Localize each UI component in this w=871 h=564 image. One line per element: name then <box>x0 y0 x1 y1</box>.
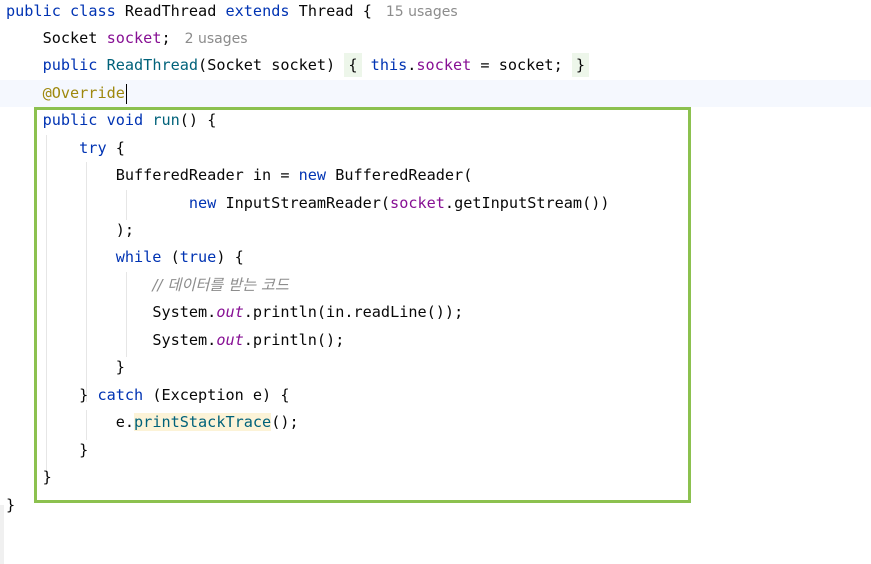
keyword: public <box>42 111 98 129</box>
code-line-8[interactable]: new InputStreamReader(socket.getInputStr… <box>6 190 610 217</box>
statement: (); <box>271 413 299 431</box>
brace: } <box>115 358 125 376</box>
gutter-edge <box>0 505 4 564</box>
keyword: new <box>188 194 217 212</box>
method-name: run <box>152 111 180 129</box>
keyword: class <box>70 2 116 20</box>
code-line-5[interactable]: public void run() { <box>6 107 217 134</box>
static-field: out <box>216 331 244 349</box>
statement: } <box>79 386 98 404</box>
brace: } <box>6 496 16 514</box>
code-line-9[interactable]: ); <box>6 217 134 244</box>
code-line-11[interactable]: // 데이터를 받는 코드 <box>6 272 289 299</box>
current-line-highlight <box>0 80 871 107</box>
code-line-3[interactable]: public ReadThread(Socket socket) { this.… <box>6 52 590 79</box>
keyword: new <box>298 166 327 184</box>
static-field: out <box>216 303 244 321</box>
constructor-name: ReadThread <box>106 56 199 74</box>
statement: BufferedReader in = <box>115 166 299 184</box>
statement: () { <box>179 111 217 129</box>
text-caret <box>125 83 127 104</box>
comment: // 데이터를 받는 코드 <box>152 276 289 294</box>
code-line-4[interactable]: @Override <box>6 80 127 107</box>
brace: } <box>42 468 52 486</box>
statement: .getInputStream()) <box>444 194 610 212</box>
usages-hint[interactable]: 2 usages <box>184 31 248 47</box>
statement: e. <box>115 413 135 431</box>
fold-marker-close[interactable]: } <box>571 53 590 77</box>
keyword: catch <box>97 386 144 404</box>
code-line-7[interactable]: BufferedReader in = new BufferedReader( <box>6 162 473 189</box>
statement: (Exception e) { <box>143 386 290 404</box>
code-line-1[interactable]: public class ReadThread extends Thread {… <box>6 0 458 25</box>
statement: .println(); <box>243 331 345 349</box>
brace: } <box>79 441 89 459</box>
statement: ( <box>161 248 180 266</box>
statement: ) { <box>216 248 244 266</box>
field-name: socket <box>390 194 445 212</box>
statement: { <box>106 139 125 157</box>
indent-guide <box>86 410 87 440</box>
statement: System. <box>152 303 217 321</box>
code-line-12[interactable]: System.out.println(in.readLine()); <box>6 299 463 326</box>
code-line-18[interactable]: } <box>6 464 52 491</box>
code-line-15[interactable]: } catch (Exception e) { <box>6 382 289 409</box>
statement: = socket; <box>471 56 563 74</box>
params: (Socket socket) <box>198 56 336 74</box>
code-line-17[interactable]: } <box>6 437 88 464</box>
keyword: try <box>79 139 107 157</box>
keyword: while <box>115 248 162 266</box>
code-line-6[interactable]: try { <box>6 135 125 162</box>
statement: InputStreamReader( <box>216 194 391 212</box>
statement: ); <box>115 221 135 239</box>
class-name: ReadThread <box>124 2 217 20</box>
semicolon: ; <box>161 29 171 47</box>
method-name: printStackTrace <box>134 413 272 431</box>
annotation: @Override <box>42 84 125 102</box>
keyword: void <box>106 111 144 129</box>
code-line-16[interactable]: e.printStackTrace(); <box>6 409 299 436</box>
indent-guide <box>126 190 127 220</box>
indent-guide <box>86 162 87 402</box>
statement: BufferedReader( <box>326 166 473 184</box>
keyword: extends <box>225 2 290 20</box>
dot: . <box>407 56 417 74</box>
field-name: socket <box>416 56 472 74</box>
code-line-10[interactable]: while (true) { <box>6 244 244 271</box>
keyword: true <box>179 248 217 266</box>
code-line-19[interactable]: } <box>6 492 15 519</box>
field-name: socket <box>106 29 162 47</box>
keyword: this <box>370 56 408 74</box>
type-name: Socket <box>42 29 98 47</box>
code-line-2[interactable]: Socket socket; 2 usages <box>6 25 248 52</box>
indent-guide <box>126 272 127 357</box>
code-line-14[interactable]: } <box>6 354 125 381</box>
code-line-13[interactable]: System.out.println(); <box>6 327 344 354</box>
keyword: public <box>6 2 61 20</box>
superclass-name: Thread <box>298 2 354 20</box>
brace: { <box>362 2 372 20</box>
usages-hint[interactable]: 15 usages <box>385 4 458 20</box>
fold-marker-open[interactable]: { <box>344 53 362 77</box>
indent-guide <box>46 135 47 485</box>
statement: System. <box>152 331 217 349</box>
keyword: public <box>42 56 98 74</box>
statement: .println(in.readLine()); <box>243 303 464 321</box>
